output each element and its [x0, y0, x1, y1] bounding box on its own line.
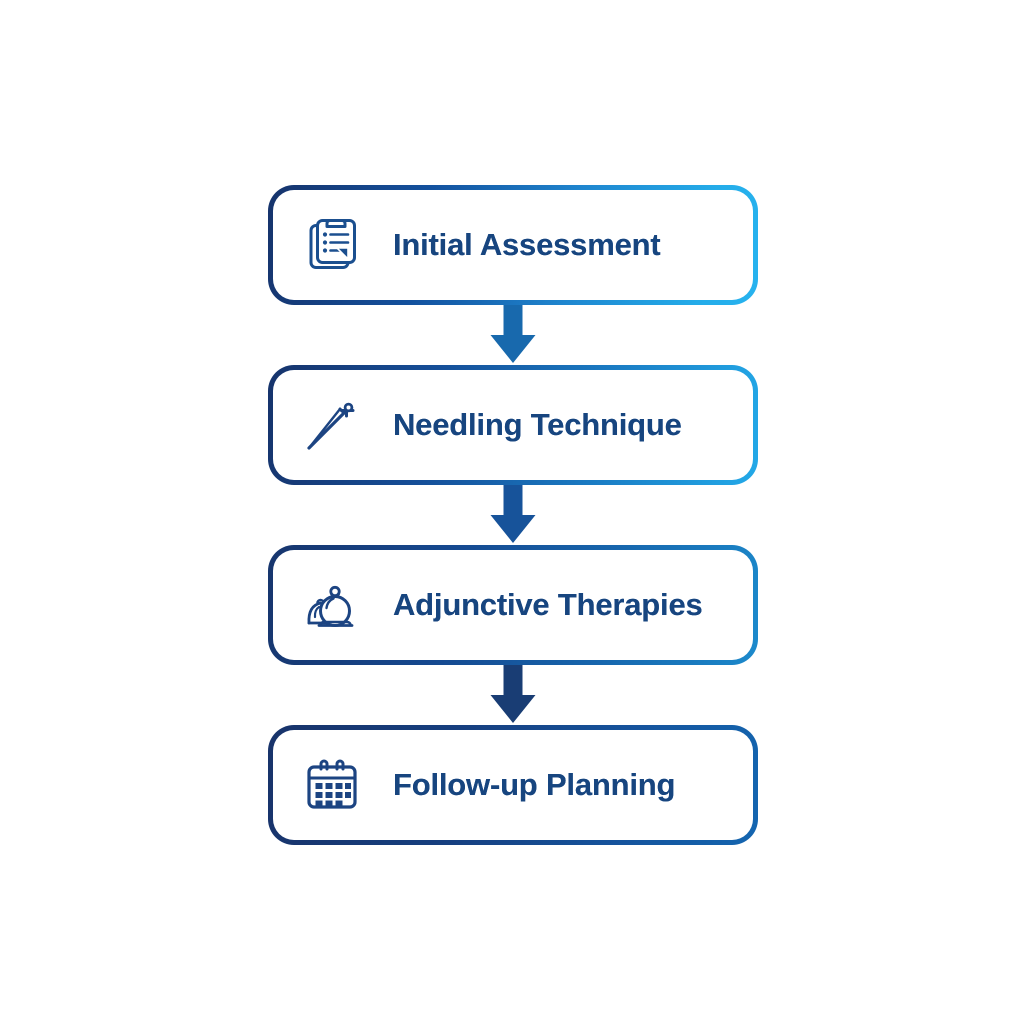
- flow-step-label: Needling Technique: [393, 407, 682, 442]
- clipboard-checklist-icon: [303, 216, 361, 274]
- flow-step-body: Needling Technique: [273, 370, 753, 480]
- flow-step-body: Initial Assessment: [273, 190, 753, 300]
- cupping-glasses-icon: [303, 576, 361, 634]
- flow-step-initial-assessment[interactable]: Initial Assessment: [268, 185, 758, 305]
- flow-step-body: Adjunctive Therapies: [273, 550, 753, 660]
- flow-step-adjunctive-therapies[interactable]: Adjunctive Therapies: [268, 545, 758, 665]
- acupuncture-needle-icon: [303, 396, 361, 454]
- flow-step-follow-up-planning[interactable]: Follow-up Planning: [268, 725, 758, 845]
- flow-connector-arrow-2: [268, 485, 758, 545]
- flow-connector-arrow-3: [268, 665, 758, 725]
- flowchart-step-stack: Initial Assessment: [268, 185, 758, 845]
- flow-connector-arrow-1: [268, 305, 758, 365]
- flow-step-label: Adjunctive Therapies: [393, 587, 703, 622]
- flow-step-label: Follow-up Planning: [393, 767, 676, 802]
- flow-step-body: Follow-up Planning: [273, 730, 753, 840]
- flow-step-needling-technique[interactable]: Needling Technique: [268, 365, 758, 485]
- calendar-icon: [303, 756, 361, 814]
- flow-step-label: Initial Assessment: [393, 227, 661, 262]
